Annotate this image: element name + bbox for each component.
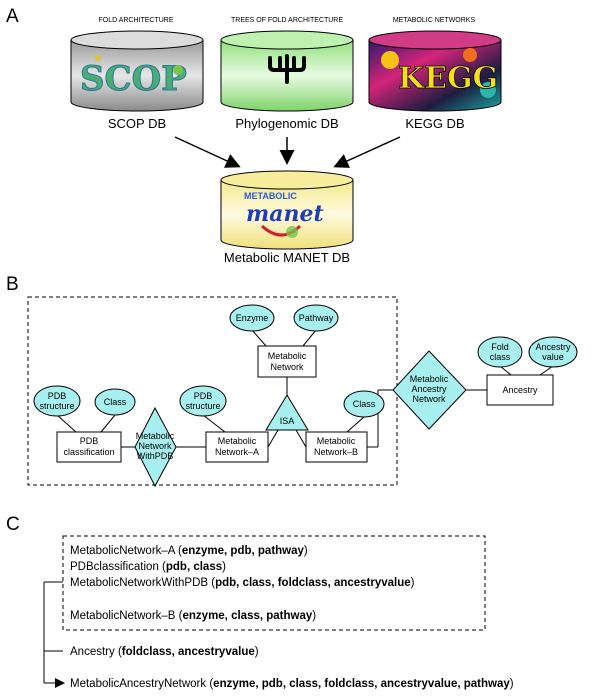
kegg-db-cylinder: KEGG — [368, 30, 502, 112]
svg-text:Network–B: Network–B — [314, 447, 358, 457]
metabolic-manet-db-label: Metabolic MANET DB — [224, 250, 350, 265]
attribute-pathway: Pathway — [293, 304, 339, 332]
svg-text:PDB: PDB — [194, 391, 213, 401]
svg-text:Metabolic: Metabolic — [218, 436, 257, 446]
entity-ancestry: Ancestry — [486, 374, 554, 406]
svg-text:WithPDB: WithPDB — [137, 451, 174, 461]
svg-text:Pathway: Pathway — [299, 313, 334, 323]
svg-text:Fold: Fold — [491, 342, 509, 352]
metabolic-manet-db-cylinder: METABOLIC manet — [220, 170, 354, 250]
phylogenomic-db-cylinder — [220, 30, 354, 112]
relation-metabolic-ancestry-network: MetabolicAncestryNetwork (enzyme, pdb, c… — [70, 678, 514, 690]
relation-metabolic-network-a: MetabolicNetwork–A (enzyme, pdb, pathway… — [70, 545, 308, 557]
attribute-ancestry-value: Ancestry value — [528, 336, 578, 368]
attribute-pdb-structure-2: PDB structure — [179, 385, 227, 417]
svg-text:class: class — [490, 352, 511, 362]
svg-text:Metabolic: Metabolic — [268, 351, 307, 361]
svg-text:SCOP: SCOP — [80, 59, 187, 99]
svg-text:Enzyme: Enzyme — [236, 313, 269, 323]
svg-text:structure: structure — [39, 401, 74, 411]
section-label-c: C — [6, 514, 20, 535]
svg-text:structure: structure — [185, 401, 220, 411]
relationship-metabolic-ancestry-network: Metabolic Ancestry Network — [392, 350, 467, 430]
svg-text:Ancestry: Ancestry — [502, 385, 538, 395]
tree-icon — [268, 54, 306, 84]
svg-text:manet: manet — [246, 201, 324, 227]
arrow-scop-to-manet — [174, 136, 241, 168]
phylogenomic-db-label: Phylogenomic DB — [235, 116, 338, 131]
svg-text:Class: Class — [104, 397, 127, 407]
relation-bracket — [43, 581, 65, 688]
kegg-logo-icon: KEGG — [381, 48, 499, 98]
svg-text:KEGG: KEGG — [398, 61, 498, 96]
entity-metabolic-network-b: Metabolic Network–B — [305, 431, 368, 463]
manet-logo-icon: METABOLIC manet — [244, 191, 324, 238]
svg-text:classification: classification — [63, 447, 114, 457]
attribute-pdb-structure-1: PDB structure — [33, 385, 81, 417]
svg-text:Ancestry: Ancestry — [535, 342, 571, 352]
svg-text:PDB: PDB — [80, 436, 99, 446]
svg-text:value: value — [542, 352, 564, 362]
svg-text:Metabolic: Metabolic — [317, 436, 356, 446]
relation-group-boundary — [62, 535, 486, 631]
svg-text:PDB: PDB — [48, 391, 67, 401]
relation-ancestry: Ancestry (foldclass, ancestryvalue) — [70, 646, 259, 658]
isa-triangle: ISA — [265, 394, 309, 431]
caption-metabolic-networks: METABOLIC NETWORKS — [393, 17, 476, 24]
scop-logo-icon: SCOP — [80, 55, 187, 100]
svg-text:METABOLIC: METABOLIC — [244, 191, 297, 201]
svg-text:Ancestry: Ancestry — [411, 384, 447, 394]
attribute-fold-class: Fold class — [477, 336, 523, 368]
svg-text:Network: Network — [138, 441, 172, 451]
relation-pdb-classification: PDBclassification (pdb, class) — [70, 561, 226, 573]
svg-text:Network: Network — [412, 394, 446, 404]
svg-text:Metabolic: Metabolic — [410, 374, 449, 384]
caption-fold-architecture: FOLD ARCHITECTURE — [98, 17, 173, 24]
svg-text:Class: Class — [353, 399, 376, 409]
relation-metabolic-network-with-pdb: MetabolicNetworkWithPDB (pdb, class, fol… — [70, 577, 415, 589]
attribute-enzyme: Enzyme — [229, 304, 275, 332]
scop-db-cylinder: SCOP — [70, 30, 204, 112]
entity-metabolic-network-a: Metabolic Network–A — [205, 431, 269, 463]
relationship-metabolic-network-with-pdb: Metabolic Network WithPDB — [134, 406, 177, 488]
scop-db-label: SCOP DB — [108, 116, 166, 131]
entity-metabolic-network: Metabolic Network — [257, 345, 317, 378]
caption-trees-of-fold-architecture: TREES OF FOLD ARCHITECTURE — [231, 17, 343, 24]
attribute-class-1: Class — [94, 388, 136, 416]
section-label-a: A — [6, 6, 19, 27]
attribute-class-2: Class — [343, 390, 385, 418]
svg-text:ISA: ISA — [280, 416, 295, 426]
svg-text:Metabolic: Metabolic — [136, 431, 175, 441]
entity-pdb-classification: PDB classification — [56, 431, 122, 463]
relation-metabolic-network-b: MetabolicNetwork–B (enzyme, class, pathw… — [70, 610, 316, 622]
svg-text:Network–A: Network–A — [215, 447, 259, 457]
arrow-kegg-to-manet — [333, 136, 401, 168]
section-label-b: B — [6, 274, 19, 295]
svg-text:Network: Network — [270, 362, 304, 372]
kegg-db-label: KEGG DB — [405, 116, 464, 131]
